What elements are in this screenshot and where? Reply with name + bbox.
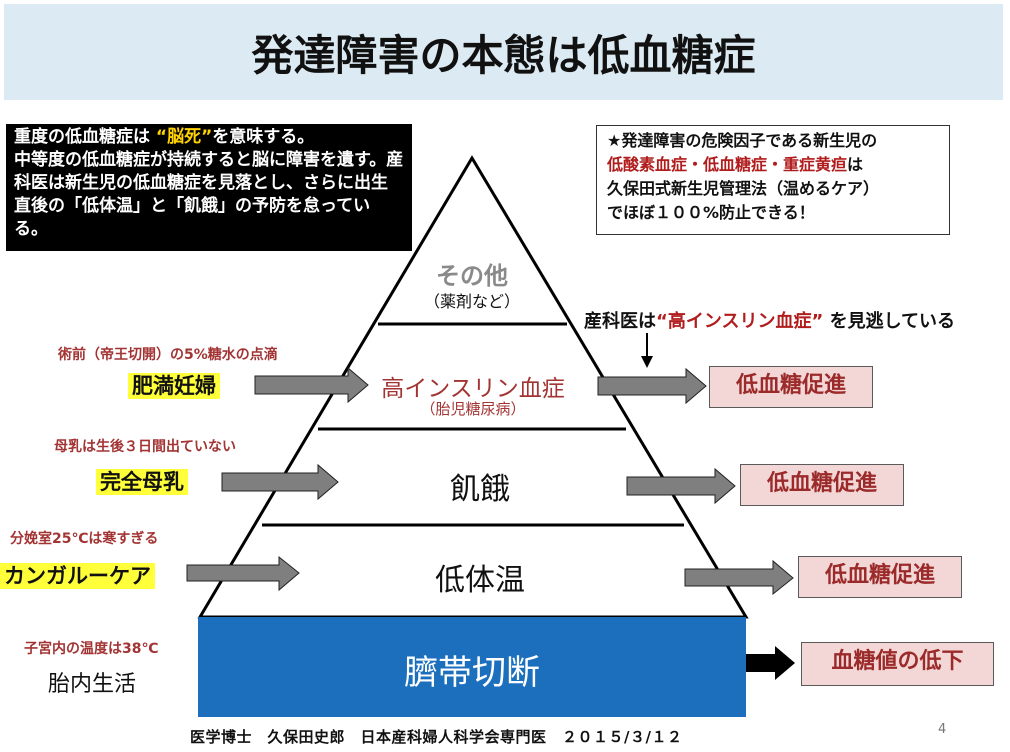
title-bar — [4, 4, 1003, 100]
overlooked-highlight: “高インスリン血症” — [656, 311, 824, 332]
tier-other-sub: （薬剤など） — [423, 292, 520, 311]
breast-note: 母乳は生後３日間出ていない — [54, 439, 236, 455]
tier-insulin-label: 高インスリン血症 — [381, 376, 565, 402]
tier-cord-label: 臍帯切断 — [404, 653, 540, 693]
result-box-1: 低血糖促進 — [709, 366, 873, 408]
page-title: 発達障害の本態は低血糖症 — [251, 31, 756, 80]
note-right-line2-tail: は — [847, 155, 864, 174]
note-left-pre: 重度の低血糖症は — [14, 127, 156, 147]
obese-label: 肥満妊婦 — [128, 373, 220, 399]
info-note: ★発達障害の危険因子である新生児の 低酸素血症・低血糖症・重症黄疸は 久保田式新… — [596, 125, 950, 235]
arrow-kangaroo-to-hypothermia — [186, 555, 300, 592]
tier-insulin-sub: （胎児糖尿病） — [420, 400, 526, 418]
womb-note: 子宮内の温度は38℃ — [24, 641, 159, 657]
tier-starvation-label: 飢餓 — [450, 472, 510, 507]
breast-label: 完全母乳 — [96, 469, 188, 495]
down-arrow-head — [641, 356, 653, 368]
page-number: 4 — [938, 722, 947, 737]
tier-other-label: その他 — [436, 262, 508, 290]
kangaroo-label: カンガルーケア — [0, 563, 155, 589]
overlooked-caption: 産科医は“高インスリン血症” を見逃している — [584, 307, 955, 333]
tier-base — [198, 617, 746, 717]
note-right-line1: ★発達障害の危険因子である新生児の — [607, 131, 878, 150]
note-right-line3: 久保田式新生児管理法（温めるケア） — [607, 179, 880, 198]
arrow-obese-to-insulin — [254, 366, 369, 404]
result-box-3: 低血糖促進 — [798, 556, 962, 598]
arrow-insulin-to-result — [597, 367, 707, 405]
note-right-line2: 低酸素血症・低血糖症・重症黄疸は — [607, 153, 939, 177]
footer-credit: 医学博士 久保田史郎 日本産科婦人科学会専門医 ２０１５/３/１２ — [190, 728, 683, 746]
overlooked-pre: 産科医は — [584, 311, 656, 332]
room-note: 分娩室25℃は寒すぎる — [10, 531, 159, 547]
result-box-4: 血糖値の低下 — [801, 642, 994, 686]
overlooked-post: を見逃している — [823, 311, 956, 332]
note-right-line4: でほぼ１００%防止できる！ — [607, 203, 815, 222]
tier-hypothermia-label: 低体温 — [435, 563, 525, 598]
arrow-hypothermia-to-result — [684, 559, 794, 596]
arrow-breast-to-starvation — [221, 463, 339, 501]
warning-note: 重度の低血糖症は “脳死”を意味する。 中等度の低血糖症が持続すると脳に障害を遺… — [6, 124, 412, 251]
womb-label: 胎内生活 — [48, 672, 137, 697]
note-right-risk-factors: 低酸素血症・低血糖症・重症黄疸 — [607, 155, 848, 174]
note-left-highlight: “脳死” — [155, 127, 213, 147]
note-left-body: 中等度の低血糖症が持続すると脳に障害を遺す。産科医は新生児の低血糖症を見落とし、… — [14, 150, 404, 239]
result-box-2: 低血糖促進 — [740, 464, 904, 506]
obese-note: 術前（帝王切開）の5%糖水の点滴 — [58, 347, 278, 363]
arrow-starvation-to-result — [626, 467, 736, 505]
note-left-post: を意味する。 — [212, 127, 315, 147]
